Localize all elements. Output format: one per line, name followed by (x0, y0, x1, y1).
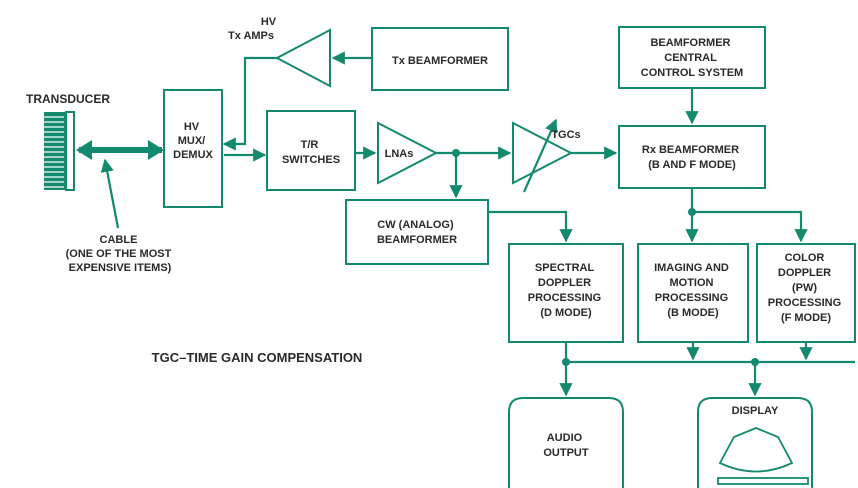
cable-left-arrowhead (76, 140, 92, 160)
spectral-doppler-block (508, 243, 624, 343)
cw-beamformer-block (345, 199, 489, 265)
hv-mux-demux-label: HV MUX/ DEMUX (173, 121, 213, 161)
hv-tx-amps-label: HV Tx AMPs (228, 16, 279, 42)
tgc-variable-gain-arrow (522, 118, 558, 193)
cable-right-arrowhead (148, 140, 164, 160)
tr-switches-block (266, 110, 356, 191)
spectral-doppler-label: SPECTRAL DOPPLER PROCESSING (D MODE) (528, 262, 604, 319)
hv-mux-demux-block (163, 89, 223, 208)
central-control-block (618, 26, 766, 89)
lnas-label: LNAs (385, 148, 414, 160)
color-doppler-label: COLOR DOPPLER (PW) PROCESSING (F MODE) (768, 252, 844, 324)
audio-output-label: AUDIO OUTPUT (543, 432, 589, 459)
hv-tx-amp-triangle-icon (274, 28, 331, 88)
audio-output-block (508, 397, 624, 488)
tr-switches-label: T/R SWITCHES (282, 139, 340, 166)
transducer-array-icon (44, 111, 75, 191)
imaging-motion-label: IMAGING AND MOTION PROCESSING (B MODE) (654, 262, 732, 319)
rx-beamformer-block (618, 125, 766, 189)
cable-pointer-arrow (100, 158, 120, 229)
lna-triangle-icon (377, 121, 439, 185)
ultrasound-sector-icon (718, 427, 794, 473)
rx-beamformer-label: Rx BEAMFORMER (B AND F MODE) (642, 144, 742, 171)
tgcs-label: TGCs (551, 129, 580, 141)
tgc-definition-note: TGC–TIME GAIN COMPENSATION (152, 350, 363, 365)
display-base-icon (717, 477, 809, 485)
cable-label: CABLE (ONE OF THE MOST EXPENSIVE ITEMS) (66, 234, 175, 274)
imaging-motion-block (637, 243, 749, 343)
tx-beamformer-label: Tx BEAMFORMER (392, 55, 488, 67)
central-control-label: BEAMFORMER CENTRAL CONTROL SYSTEM (641, 37, 743, 79)
transducer-label: TRANSDUCER (26, 92, 110, 106)
display-label: DISPLAY (732, 405, 779, 417)
color-doppler-block (756, 243, 856, 343)
cw-beamformer-label: CW (ANALOG) BEAMFORMER (377, 219, 457, 246)
tx-beamformer-block (371, 27, 509, 91)
